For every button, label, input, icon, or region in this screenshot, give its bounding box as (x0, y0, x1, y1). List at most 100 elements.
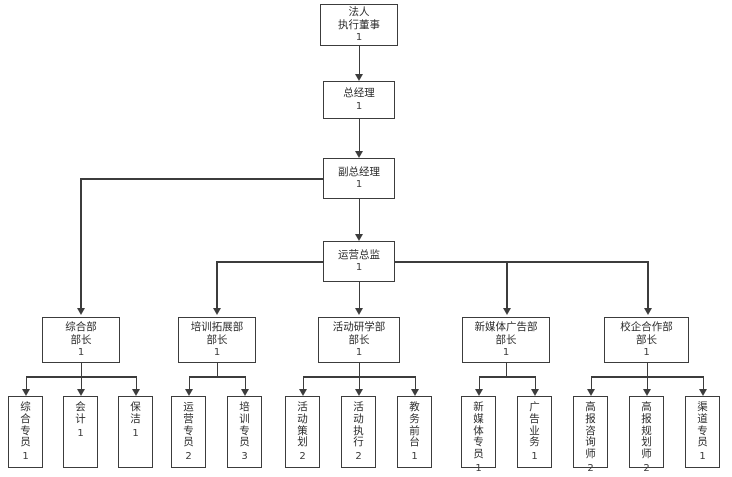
dept-node-2[interactable]: 活动研学部 部长 1 (318, 317, 400, 363)
arrowhead-gm (354, 74, 363, 81)
edge-stem-xinmeitiguanggaobu (505, 363, 507, 377)
edge-gm-to-deputygm (358, 119, 360, 155)
arrowhead-staff-3 (184, 389, 193, 396)
dept-name-1: 培训拓展部 (190, 321, 244, 334)
staff-node-1[interactable]: 会计 1 (63, 396, 98, 468)
dept-name-3: 新媒体广告部 (474, 321, 538, 334)
edge-drop-staff-4 (244, 376, 246, 391)
staff-label-4: 培训专员 (239, 401, 250, 449)
arrowhead-dept-xiaoqihezuobu (643, 308, 652, 315)
edge-stem-peixuntuozhanbu (216, 363, 218, 377)
edge-drop-staff-12 (702, 376, 704, 391)
staff-label-11: 高报规划师 (641, 401, 652, 460)
edge-drop-staff-10 (590, 376, 592, 391)
staff-label-8: 新媒体专员 (473, 401, 484, 460)
staff-label-5: 活动策划 (297, 401, 308, 449)
staff-node-6[interactable]: 活动执行 2 (341, 396, 376, 468)
dept-node-0[interactable]: 综合部 部长 1 (42, 317, 120, 363)
staff-count-1: 1 (77, 427, 84, 439)
node-legal-representative-count: 1 (355, 31, 363, 43)
staff-count-8: 1 (475, 462, 482, 474)
dept-node-1[interactable]: 培训拓展部 部长 1 (178, 317, 256, 363)
arrowhead-staff-4 (240, 389, 249, 396)
staff-node-7[interactable]: 教务前台 1 (397, 396, 432, 468)
staff-node-5[interactable]: 活动策划 2 (285, 396, 320, 468)
node-general-manager[interactable]: 总经理 1 (323, 81, 395, 119)
arrowhead-staff-6 (354, 389, 363, 396)
dept-role-1: 部长 (206, 333, 228, 346)
staff-label-3: 运营专员 (183, 401, 194, 449)
dept-role-0: 部长 (70, 333, 92, 346)
staff-label-1: 会计 (75, 401, 86, 425)
staff-node-9[interactable]: 广告业务 1 (517, 396, 552, 468)
edge-drop-peixuntuozhanbu (216, 261, 218, 311)
staff-node-12[interactable]: 渠道专员 1 (685, 396, 720, 468)
node-legal-representative-line2: 执行董事 (338, 18, 380, 31)
edge-opsdirector-bus-left (216, 261, 323, 263)
staff-node-2[interactable]: 保洁 1 (118, 396, 153, 468)
arrowhead-dept-xinmeitiguanggaobu (502, 308, 511, 315)
edge-stem-xiaoqihezuobu (646, 363, 648, 377)
edge-drop-staff-1 (80, 376, 82, 391)
staff-label-10: 高报咨询师 (585, 401, 596, 460)
dept-count-4: 1 (643, 346, 650, 358)
arrowhead-staff-5 (298, 389, 307, 396)
arrowhead-dept-peixuntuozhanbu (212, 308, 221, 315)
arrowhead-opsdirector (354, 234, 363, 241)
arrowhead-staff-1 (76, 389, 85, 396)
staff-node-4[interactable]: 培训专员 3 (227, 396, 262, 468)
staff-node-8[interactable]: 新媒体专员 1 (461, 396, 496, 474)
arrowhead-dept-huodongyanxuebu (354, 308, 363, 315)
arrowhead-staff-9 (530, 389, 539, 396)
dept-node-3[interactable]: 新媒体广告部 部长 1 (462, 317, 550, 363)
staff-count-4: 3 (241, 451, 248, 462)
edge-bus-peixuntuozhanbu (189, 376, 245, 378)
node-legal-representative[interactable]: 法人 执行董事 1 (320, 4, 398, 46)
arrowhead-staff-0 (21, 389, 30, 396)
staff-count-9: 1 (531, 451, 538, 462)
staff-count-12: 1 (699, 451, 706, 462)
edge-drop-staff-5 (302, 376, 304, 391)
edge-deputygm-to-opsdirector (358, 199, 360, 237)
dept-role-2: 部长 (348, 333, 370, 346)
staff-node-11[interactable]: 高报规划师 2 (629, 396, 664, 474)
edge-drop-xinmeitiguanggaobu (506, 261, 508, 311)
arrowhead-staff-8 (474, 389, 483, 396)
staff-label-0: 综合专员 (20, 401, 31, 449)
node-operations-director-line1: 运营总监 (338, 248, 380, 261)
staff-count-3: 2 (185, 451, 192, 462)
node-operations-director-count: 1 (355, 262, 363, 274)
edge-stem-zonghebu (80, 363, 82, 377)
edge-legalrep-to-gm (358, 46, 360, 78)
staff-label-7: 教务前台 (409, 401, 420, 449)
edge-drop-staff-7 (414, 376, 416, 391)
edge-bus-xinmeitiguanggaobu (479, 376, 535, 378)
node-general-manager-count: 1 (355, 100, 363, 112)
dept-role-4: 部长 (636, 333, 657, 346)
node-general-manager-line1: 总经理 (343, 87, 375, 100)
edge-deputygm-drop-zonghebu (80, 178, 82, 311)
edge-drop-staff-11 (646, 376, 648, 391)
node-operations-director[interactable]: 运营总监 1 (323, 241, 395, 282)
staff-node-3[interactable]: 运营专员 2 (171, 396, 206, 468)
node-deputy-general-manager[interactable]: 副总经理 1 (323, 158, 395, 199)
staff-label-9: 广告业务 (529, 401, 540, 449)
staff-count-0: 1 (22, 451, 29, 462)
edge-deputygm-bus-left (80, 178, 323, 180)
arrowhead-staff-2 (131, 389, 140, 396)
staff-node-10[interactable]: 高报咨询师 2 (573, 396, 608, 474)
dept-name-4: 校企合作部 (620, 321, 673, 334)
staff-count-11: 2 (643, 462, 650, 474)
staff-node-0[interactable]: 综合专员 1 (8, 396, 43, 468)
staff-label-6: 活动执行 (353, 401, 364, 449)
staff-label-12: 渠道专员 (697, 401, 708, 449)
dept-count-1: 1 (213, 346, 221, 358)
edge-drop-staff-6 (358, 376, 360, 391)
arrowhead-dept-zonghebu (76, 308, 85, 315)
dept-count-2: 1 (355, 346, 363, 358)
dept-node-4[interactable]: 校企合作部 部长 1 (604, 317, 689, 363)
edge-opsdirector-bus-right (395, 261, 648, 263)
staff-count-6: 2 (355, 451, 362, 462)
edge-drop-staff-8 (478, 376, 480, 391)
